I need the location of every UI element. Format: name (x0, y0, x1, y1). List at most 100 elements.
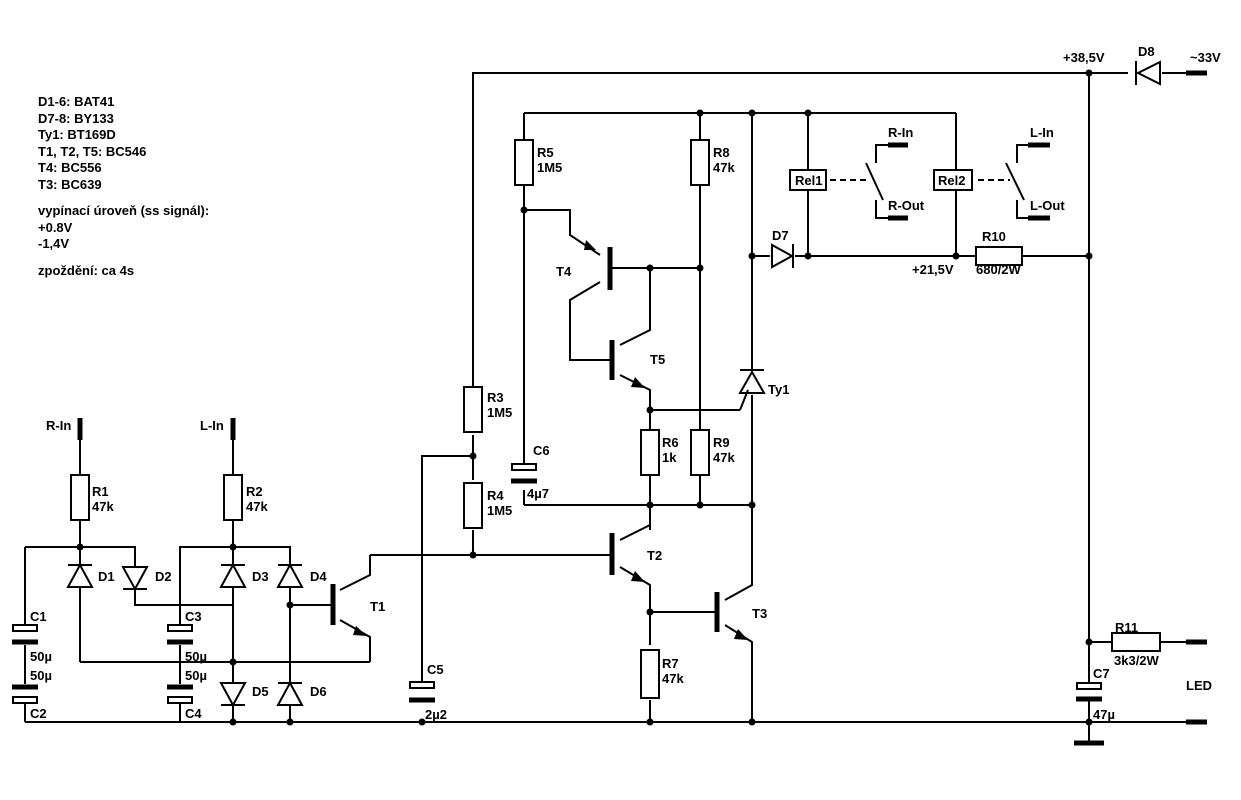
resistor-r4 (463, 482, 483, 529)
resistor-r7 (640, 649, 660, 699)
label-r8: R8 (713, 145, 730, 160)
label-r6-value: 1k (662, 450, 677, 465)
resistor-r9 (690, 429, 710, 476)
label-r1: R1 (92, 484, 109, 499)
relay-rel2-coil (933, 169, 973, 191)
threshold-value: +0.8V (38, 219, 73, 235)
label-d8: D8 (1138, 44, 1155, 59)
label-c5: C5 (427, 662, 444, 677)
resistor-r2 (223, 474, 243, 521)
label-d5: D5 (252, 684, 269, 699)
note-line: D7-8: BY133 (38, 110, 114, 126)
components (12, 60, 1161, 708)
diode-d1 (66, 562, 94, 588)
resistor-r8 (690, 139, 710, 186)
label-l-in-contact: L-In (1030, 125, 1054, 140)
label-c2: C2 (30, 706, 47, 721)
capacitor-c7 (1076, 682, 1102, 702)
resistor-r1 (70, 474, 90, 521)
capacitor-c3 (167, 624, 193, 645)
label-r2-value: 47k (246, 499, 268, 514)
thyristor-ty1 (738, 369, 766, 411)
label-r-out: R-Out (888, 198, 925, 213)
label-r-in: R-In (46, 418, 71, 433)
threshold-value: -1,4V (38, 236, 70, 251)
threshold-title: vypínací úroveň (ss signál): (38, 203, 210, 218)
capacitor-c5 (409, 681, 435, 703)
label-c1: C1 (30, 609, 47, 624)
label-led: LED (1186, 678, 1212, 693)
note-line: D1-6: BAT41 (38, 94, 115, 109)
diode-d8 (1135, 60, 1161, 86)
label-r9-value: 47k (713, 450, 735, 465)
diode-d4 (276, 562, 304, 588)
labels: +38,5V D8 ~33V R5 1M5 R8 47k Rel1 Rel2 R… (30, 44, 1221, 722)
label-c1-value: 50µ (30, 649, 52, 664)
label-c2-value: 50µ (30, 668, 52, 683)
diode-d6 (276, 680, 304, 706)
note-line: T4: BC556 (38, 160, 102, 175)
label-r5-value: 1M5 (537, 160, 562, 175)
label-t1: T1 (370, 599, 385, 614)
label-t2: T2 (647, 548, 662, 563)
note-line: T3: BC639 (38, 176, 102, 192)
resistor-r5 (514, 139, 534, 186)
label-c6-value: 4µ7 (527, 486, 549, 501)
label-rel2: Rel2 (938, 173, 965, 188)
label-c3: C3 (185, 609, 202, 624)
label-d4: D4 (310, 569, 327, 584)
label-d7: D7 (772, 228, 789, 243)
diode-d2 (121, 566, 149, 592)
label-c7: C7 (1093, 666, 1110, 681)
label-c4-value: 50µ (185, 668, 207, 683)
label-v33: ~33V (1190, 50, 1221, 65)
label-l-out: L-Out (1030, 198, 1065, 213)
resistor-r6 (640, 429, 660, 476)
label-r7-value: 47k (662, 671, 684, 686)
capacitor-c2 (12, 684, 38, 704)
label-r5: R5 (537, 145, 554, 160)
label-c3-value: 50µ (185, 649, 207, 664)
label-r1-value: 47k (92, 499, 114, 514)
label-r11-value: 3k3/2W (1114, 653, 1160, 668)
label-c6: C6 (533, 443, 550, 458)
label-t5: T5 (650, 352, 665, 367)
diode-d3 (219, 562, 247, 588)
delay-note: zpoždění: ca 4s (38, 262, 135, 278)
label-r4-value: 1M5 (487, 503, 512, 518)
label-v215: +21,5V (912, 262, 954, 277)
label-c4: C4 (185, 706, 202, 721)
label-d1: D1 (98, 569, 115, 584)
component-notes: D1-6: BAT41 D7-8: BY133 Ty1: BT169D T1, … (38, 94, 209, 279)
label-r8-value: 47k (713, 160, 735, 175)
label-rel1: Rel1 (795, 173, 822, 188)
note-line: T1, T2, T5: BC546 (38, 143, 147, 159)
relay-rel1-coil (789, 169, 827, 191)
label-d3: D3 (252, 569, 269, 584)
label-r11: R11 (1115, 620, 1138, 635)
capacitor-c6 (511, 463, 537, 484)
resistor-r10 (975, 246, 1023, 266)
wires (24, 70, 1207, 746)
label-r3: R3 (487, 390, 504, 405)
label-r-in-contact: R-In (888, 125, 913, 140)
capacitor-c1 (12, 624, 38, 645)
label-d2: D2 (155, 569, 172, 584)
label-l-in: L-In (200, 418, 224, 433)
label-r2: R2 (246, 484, 263, 499)
resistor-r11 (1111, 632, 1161, 652)
label-r10-value: 680/2W (976, 262, 1022, 277)
note-line: Ty1: BT169D (38, 127, 116, 142)
label-t4: T4 (556, 264, 572, 279)
capacitor-c4 (167, 684, 193, 704)
label-c7-value: 47µ (1093, 707, 1115, 722)
label-c5-value: 2µ2 (425, 707, 447, 722)
label-r6: R6 (662, 435, 679, 450)
label-ty1: Ty1 (768, 382, 789, 397)
label-r7: R7 (662, 656, 679, 671)
label-r10: R10 (982, 229, 1006, 244)
diode-d7 (771, 243, 795, 269)
label-v385: +38,5V (1063, 50, 1105, 65)
label-r3-value: 1M5 (487, 405, 512, 420)
